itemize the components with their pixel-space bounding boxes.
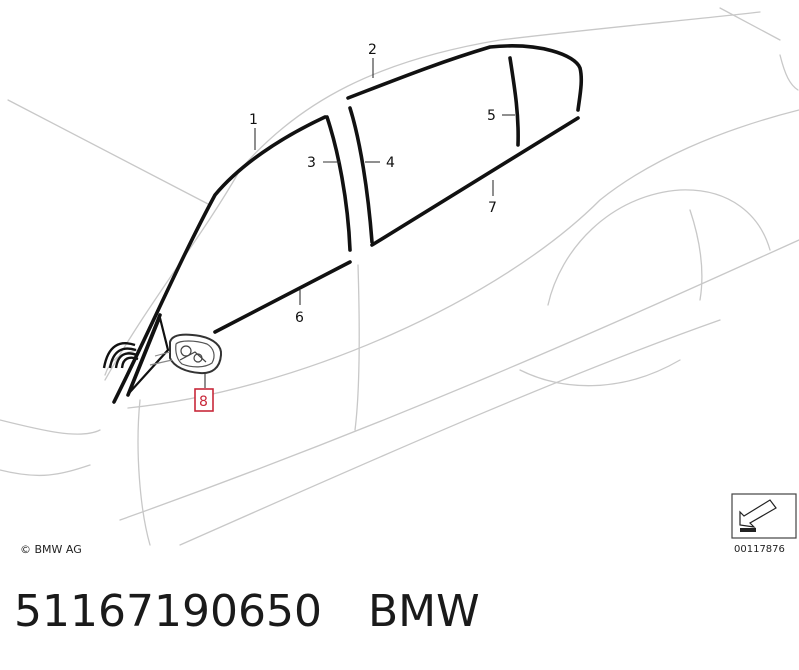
reference-number: 00117876 bbox=[734, 544, 785, 555]
seal-strips bbox=[112, 44, 584, 404]
parts-diagram: 1 2 3 4 5 6 7 8 © BMW AG 00117876 bbox=[0, 7, 799, 556]
part-number: 51167190650 bbox=[14, 586, 322, 637]
callout-2: 2 bbox=[368, 42, 377, 58]
seal-strip-1 bbox=[112, 115, 327, 404]
seal-strip-7 bbox=[370, 116, 580, 247]
seal-strip-2 bbox=[346, 44, 584, 112]
callout-5: 5 bbox=[487, 108, 496, 124]
callout-6: 6 bbox=[295, 310, 304, 326]
car-outline bbox=[0, 7, 799, 546]
callout-1: 1 bbox=[249, 112, 258, 128]
reference-icon bbox=[731, 493, 797, 539]
callout-8: 8 bbox=[199, 394, 208, 410]
seal-strip-5 bbox=[508, 56, 520, 147]
leader-lines bbox=[204, 58, 515, 388]
wiring-harness bbox=[102, 342, 139, 369]
outside-mirror bbox=[149, 333, 223, 375]
brand-name: BMW bbox=[367, 586, 480, 637]
callout-4: 4 bbox=[386, 155, 395, 171]
seal-strip-6 bbox=[213, 260, 352, 334]
footer: 51167190650 BMW bbox=[14, 582, 784, 642]
callout-3: 3 bbox=[307, 155, 316, 171]
mirror-triangle bbox=[128, 316, 170, 394]
callout-8-box[interactable]: 8 bbox=[194, 388, 214, 412]
seal-strip-3 bbox=[325, 115, 352, 252]
seal-strip-4 bbox=[348, 106, 374, 244]
callout-7: 7 bbox=[488, 200, 497, 216]
arrow-icon bbox=[739, 499, 777, 528]
copyright-label: © BMW AG bbox=[20, 543, 82, 556]
